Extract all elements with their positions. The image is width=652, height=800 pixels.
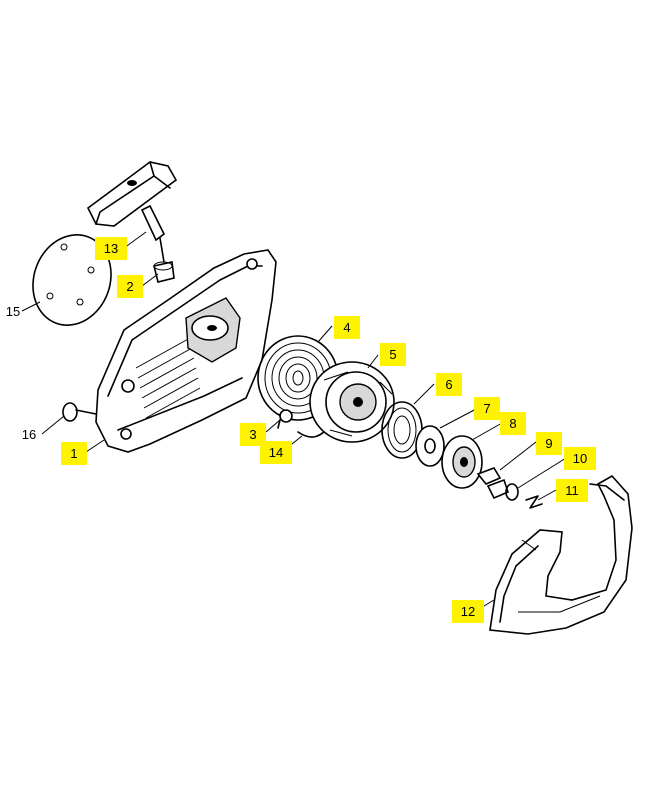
callout-7: 7 [474, 397, 500, 420]
part-spring-clip [525, 495, 543, 509]
callout-5: 5 [380, 343, 406, 366]
callout-8: 8 [500, 412, 526, 435]
part-ring [505, 483, 519, 501]
part-screw-16 [62, 402, 97, 422]
callout-16: 16 [21, 427, 37, 442]
part-pawls [476, 467, 509, 500]
part-screw-3 [277, 409, 293, 429]
callout-6: 6 [436, 373, 462, 396]
part-starter-housing [95, 249, 277, 453]
callout-14: 14 [260, 441, 292, 464]
part-cover-plate [32, 234, 112, 326]
part-grommet [153, 261, 175, 283]
callout-1: 1 [61, 442, 87, 465]
callout-11: 11 [556, 479, 588, 502]
callout-13: 13 [95, 237, 127, 260]
callout-4: 4 [334, 316, 360, 339]
part-starter-grip [86, 161, 178, 263]
callout-15: 15 [5, 304, 21, 319]
part-washer [415, 425, 445, 467]
callout-3: 3 [240, 423, 266, 446]
callout-9: 9 [536, 432, 562, 455]
part-rope-rotor [309, 361, 395, 443]
part-pawl-carrier [441, 435, 483, 489]
callout-2: 2 [117, 275, 143, 298]
part-guide-shroud [489, 474, 633, 635]
leader-lines [21, 231, 567, 613]
callout-12: 12 [452, 600, 484, 623]
part-starter-rope [297, 429, 327, 438]
callout-10: 10 [564, 447, 596, 470]
